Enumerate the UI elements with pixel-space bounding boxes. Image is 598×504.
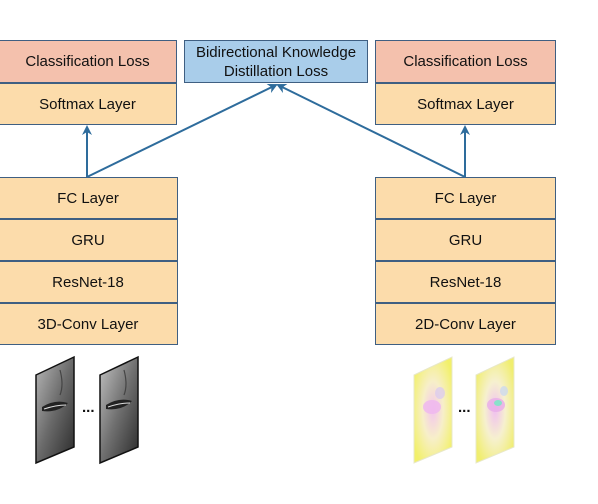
distillation-loss-label-line1: Bidirectional Knowledge: [195, 43, 357, 61]
right-fc-layer-box: FC Layer: [375, 177, 556, 219]
left-softmax-layer-box: Softmax Layer: [0, 83, 177, 125]
left-gru-box: GRU: [0, 219, 178, 261]
left-input-frame-2: [99, 355, 139, 465]
right-input-frame-2: [475, 356, 515, 464]
left-gru-label: GRU: [71, 231, 105, 249]
right-softmax-layer-box: Softmax Layer: [375, 83, 556, 125]
left-classification-loss-box: Classification Loss: [0, 40, 177, 83]
left-fc-layer-label: FC Layer: [57, 189, 119, 207]
right-gru-label: GRU: [448, 231, 483, 249]
left-fc-to-distillation-arrow: [86, 84, 278, 178]
right-input-frame-1: [413, 356, 453, 464]
right-classification-loss-box: Classification Loss: [375, 40, 556, 83]
left-fc-layer-box: FC Layer: [0, 177, 178, 219]
left-resnet-label: ResNet-18: [52, 273, 124, 291]
right-classification-loss-label: Classification Loss: [403, 53, 528, 70]
right-fc-layer-label: FC Layer: [434, 189, 497, 207]
left-resnet-box: ResNet-18: [0, 261, 178, 303]
distillation-loss-box: Bidirectional Knowledge Distillation Los…: [184, 40, 368, 83]
right-frames-ellipsis: ...: [458, 399, 471, 416]
right-softmax-layer-label: Softmax Layer: [417, 95, 514, 113]
left-input-frame-1: [35, 355, 75, 465]
right-conv-layer-label: 2D-Conv Layer: [415, 315, 516, 333]
distillation-loss-label-line2: Distillation Loss: [223, 62, 329, 80]
right-gru-box: GRU: [375, 219, 556, 261]
left-conv-layer-box: 3D-Conv Layer: [0, 303, 178, 345]
right-fc-to-distillation-arrow: [276, 84, 466, 178]
left-frames-ellipsis: ...: [82, 399, 95, 416]
left-classification-loss-label: Classification Loss: [25, 53, 150, 70]
right-resnet-label: ResNet-18: [429, 273, 502, 291]
right-conv-layer-box: 2D-Conv Layer: [375, 303, 556, 345]
left-softmax-layer-label: Softmax Layer: [39, 95, 136, 113]
left-conv-layer-label: 3D-Conv Layer: [37, 315, 139, 333]
right-resnet-box: ResNet-18: [375, 261, 556, 303]
